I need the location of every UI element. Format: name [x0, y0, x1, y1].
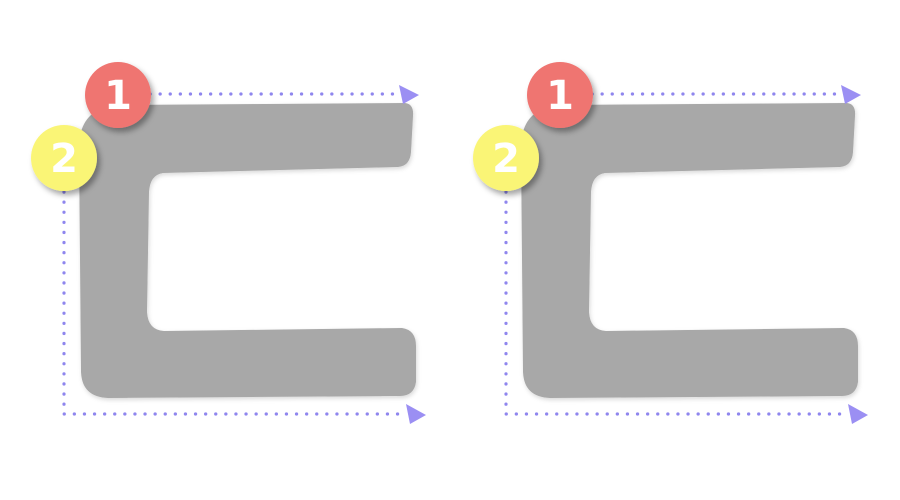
- stroke-badge-1-circle: [527, 62, 593, 128]
- stroke-badge-1-label: 1: [546, 73, 574, 119]
- stroke-badge-1-circle: [85, 62, 151, 128]
- stroke-1-arrow-icon: [399, 85, 419, 104]
- stroke-badge-1-label: 1: [104, 73, 132, 119]
- stroke-badge-1: 1: [527, 62, 593, 128]
- stroke-2-dotted-line: [62, 190, 404, 416]
- stroke-1-guide: [590, 85, 861, 104]
- stroke-1-arrow-icon: [841, 85, 861, 104]
- letter-c-shape: [79, 103, 416, 398]
- stroke-badge-1: 1: [85, 62, 151, 128]
- stroke-badge-2-circle: [473, 125, 539, 191]
- stroke-2-guide: [62, 190, 426, 424]
- stroke-badge-2-label: 2: [492, 136, 520, 182]
- stroke-2-arrow-icon: [848, 404, 868, 424]
- stroke-badge-2-label: 2: [50, 136, 78, 182]
- stroke-1-guide: [148, 85, 419, 104]
- stroke-badge-2: 2: [473, 125, 539, 191]
- letter-panel-1: 1 2: [31, 62, 426, 424]
- stroke-2-arrow-icon: [406, 404, 426, 424]
- stroke-2-guide: [504, 190, 868, 424]
- stroke-badge-2: 2: [31, 125, 97, 191]
- letter-c-shape: [521, 103, 858, 398]
- letter-panel-2: 1 2: [473, 62, 868, 424]
- stroke-2-dotted-line: [504, 190, 846, 416]
- stroke-badge-2-circle: [31, 125, 97, 191]
